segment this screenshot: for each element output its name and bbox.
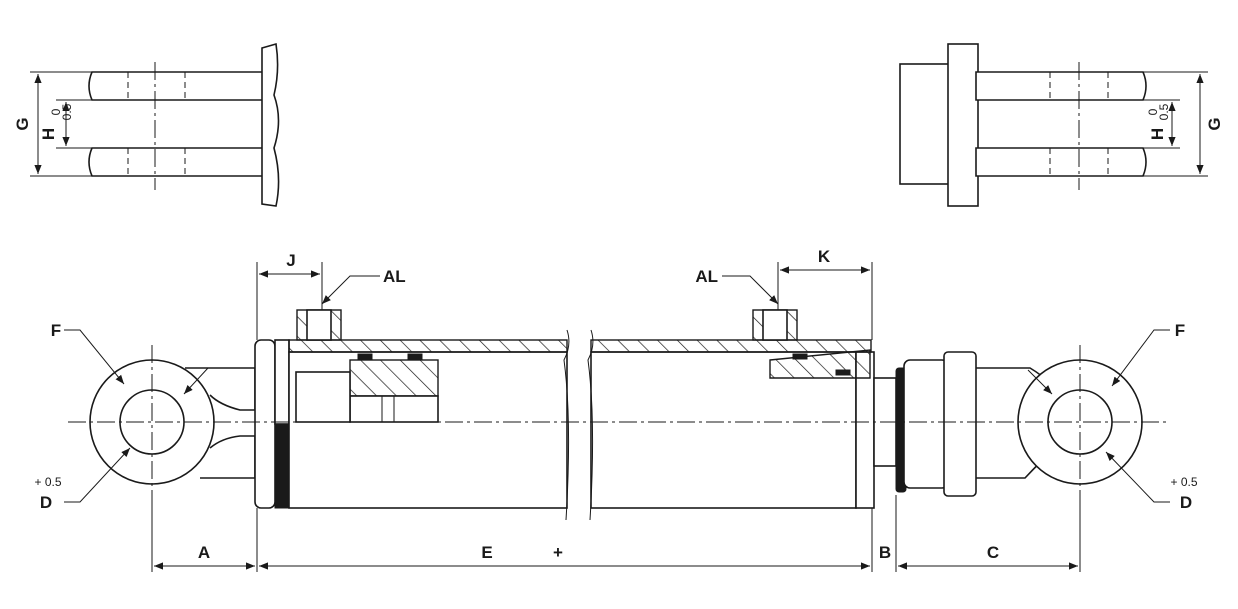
e-label: E bbox=[481, 543, 492, 562]
h-label-right: H bbox=[1148, 128, 1167, 140]
k-label: K bbox=[818, 247, 831, 266]
d-tolerance-right: + 0.5 bbox=[1170, 475, 1197, 489]
h-tol-upper-right: 0 bbox=[1146, 108, 1160, 115]
g-label-right: G bbox=[1205, 117, 1224, 130]
h-tol-lower-left: 0.5 bbox=[60, 103, 74, 120]
g-label-left: G bbox=[13, 117, 32, 130]
e-plus-label: + bbox=[553, 543, 563, 562]
dimension-lines: A E + B C J K AL AL F F D D + 0.5 + 0.5 bbox=[34, 247, 1198, 572]
c-label: C bbox=[987, 543, 999, 562]
h-label-left: H bbox=[39, 128, 58, 140]
b-label: B bbox=[879, 543, 891, 562]
al-label-left: AL bbox=[383, 267, 406, 286]
cylinder-side-view bbox=[68, 309, 1170, 521]
d-tolerance-left: + 0.5 bbox=[34, 475, 61, 489]
a-label: A bbox=[198, 543, 210, 562]
f-label-left: F bbox=[51, 321, 61, 340]
h-tol-upper-left: 0 bbox=[49, 108, 63, 115]
d-label-left: D bbox=[40, 493, 52, 512]
h-tol-lower-right: 0.5 bbox=[1157, 103, 1171, 120]
clevis-top-right-view: G H 0 0.5 bbox=[899, 43, 1224, 207]
clevis-top-left-view: G H 0 0.5 bbox=[13, 42, 280, 207]
al-label-right: AL bbox=[695, 267, 718, 286]
d-label-right: D bbox=[1180, 493, 1192, 512]
f-label-right: F bbox=[1175, 321, 1185, 340]
j-label: J bbox=[286, 251, 295, 270]
